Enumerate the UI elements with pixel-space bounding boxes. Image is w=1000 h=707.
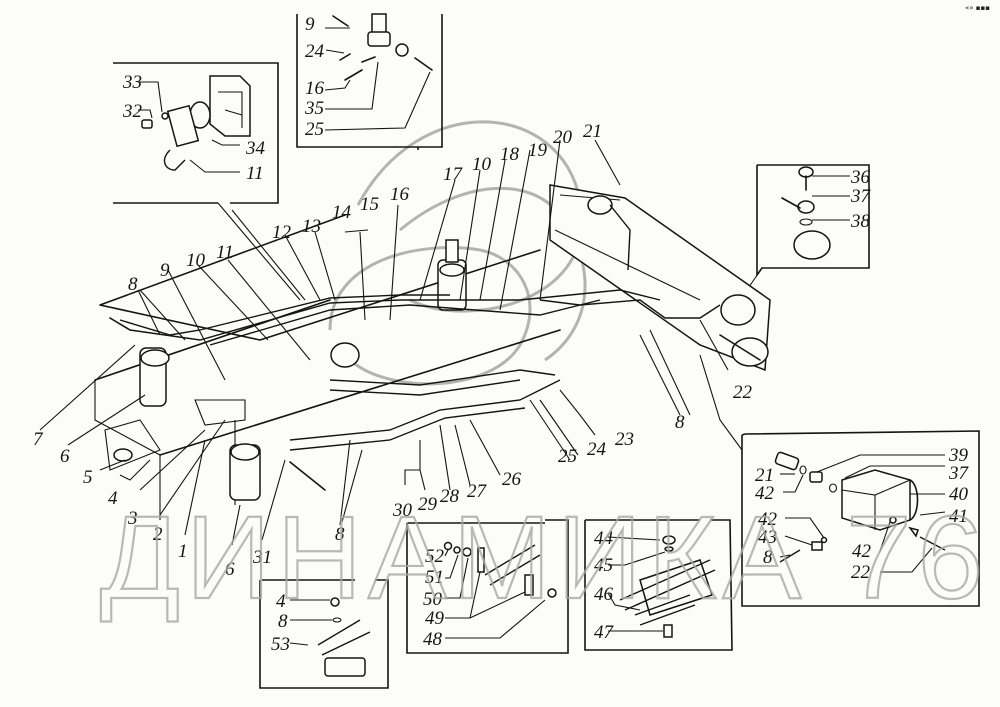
callout-7: 7 (33, 429, 44, 450)
callout-50: 50 (423, 589, 443, 610)
callout-8: 8 (763, 547, 773, 568)
callout-42b: 42 (758, 509, 778, 530)
callout-28: 28 (440, 486, 460, 507)
inset-bottom-left-clamp: 4 8 53 (259, 579, 389, 689)
inset-right-top-valve: 36 37 38 (739, 164, 872, 301)
callout-20: 20 (553, 127, 573, 148)
callout-6b: 6 (225, 559, 235, 580)
callout-43: 43 (758, 527, 777, 548)
callout-26: 26 (502, 469, 522, 490)
callout-8a: 8 (128, 274, 138, 295)
callout-53: 53 (271, 634, 290, 655)
callout-12: 12 (272, 222, 292, 243)
callout-30: 30 (392, 500, 413, 521)
callout-41: 41 (949, 506, 968, 527)
callout-39: 39 (948, 445, 969, 466)
callout-16: 16 (305, 78, 325, 99)
callout-18: 18 (500, 144, 520, 165)
callout-21: 21 (583, 121, 602, 142)
callout-23: 23 (615, 429, 634, 450)
inset-top-fittings: 9 24 16 35 25 (296, 13, 443, 150)
callout-35: 35 (304, 98, 324, 119)
callout-32: 32 (122, 101, 143, 122)
watermark-text: ДИНАМИКА 76 (100, 492, 989, 624)
callout-1: 1 (178, 541, 188, 562)
callout-24: 24 (587, 439, 607, 460)
inset-bottom-right-plate: 44 45 46 47 (584, 519, 733, 651)
callout-33: 33 (122, 72, 142, 93)
callout-37: 37 (948, 463, 970, 484)
callout-45: 45 (594, 555, 613, 576)
callout-16: 16 (390, 184, 410, 205)
inset-left-bracket: 33 32 34 11 (113, 62, 306, 301)
callout-21: 21 (755, 465, 774, 486)
callout-10b: 10 (472, 154, 492, 175)
callout-46: 46 (594, 584, 614, 605)
callout-5: 5 (83, 467, 93, 488)
callout-11: 11 (216, 242, 234, 263)
callout-44: 44 (594, 528, 614, 549)
callout-19: 19 (528, 140, 548, 161)
callout-9: 9 (160, 260, 170, 281)
callout-17: 17 (443, 164, 464, 185)
callout-22: 22 (851, 562, 871, 583)
callout-24: 24 (305, 41, 325, 62)
callout-31: 31 (252, 547, 272, 568)
callout-4: 4 (108, 488, 118, 509)
callout-40: 40 (949, 484, 969, 505)
corner-mark: «» ▪▪▪ (965, 4, 990, 12)
callout-14: 14 (332, 202, 352, 223)
callout-15: 15 (360, 194, 379, 215)
callout-34: 34 (245, 138, 266, 159)
callout-47: 47 (594, 622, 615, 643)
callout-51: 51 (425, 567, 444, 588)
callout-6a: 6 (60, 446, 70, 467)
callout-52: 52 (425, 546, 445, 567)
callout-8: 8 (278, 611, 288, 632)
inset-bottom-mid-brackets: 52 51 50 49 48 (406, 519, 569, 654)
callout-27: 27 (467, 481, 488, 502)
callout-29: 29 (418, 494, 438, 515)
callout-11: 11 (246, 163, 264, 184)
main-assembly (94, 184, 771, 520)
callout-8c: 8 (675, 412, 685, 433)
callout-10a: 10 (186, 250, 206, 271)
callout-8b: 8 (335, 524, 345, 545)
main-callouts: 7 6 5 4 3 2 1 6 31 8 8 9 10 11 12 13 14 … (33, 121, 753, 580)
callout-42c: 42 (852, 541, 872, 562)
callout-25: 25 (305, 119, 324, 140)
inset-right-bottom-valve-block: 39 37 21 42 40 42 41 43 42 8 22 (699, 354, 980, 607)
callout-25: 25 (558, 446, 577, 467)
callout-48: 48 (423, 629, 443, 650)
callout-49: 49 (425, 608, 445, 629)
callout-13: 13 (302, 216, 321, 237)
callout-4: 4 (276, 591, 286, 612)
callout-3: 3 (127, 508, 138, 529)
callout-9: 9 (305, 14, 315, 35)
callout-38: 38 (850, 211, 871, 232)
callout-42a: 42 (755, 483, 775, 504)
callout-36: 36 (850, 167, 871, 188)
callout-2: 2 (153, 524, 163, 545)
callout-22: 22 (733, 382, 753, 403)
callout-37: 37 (850, 186, 872, 207)
